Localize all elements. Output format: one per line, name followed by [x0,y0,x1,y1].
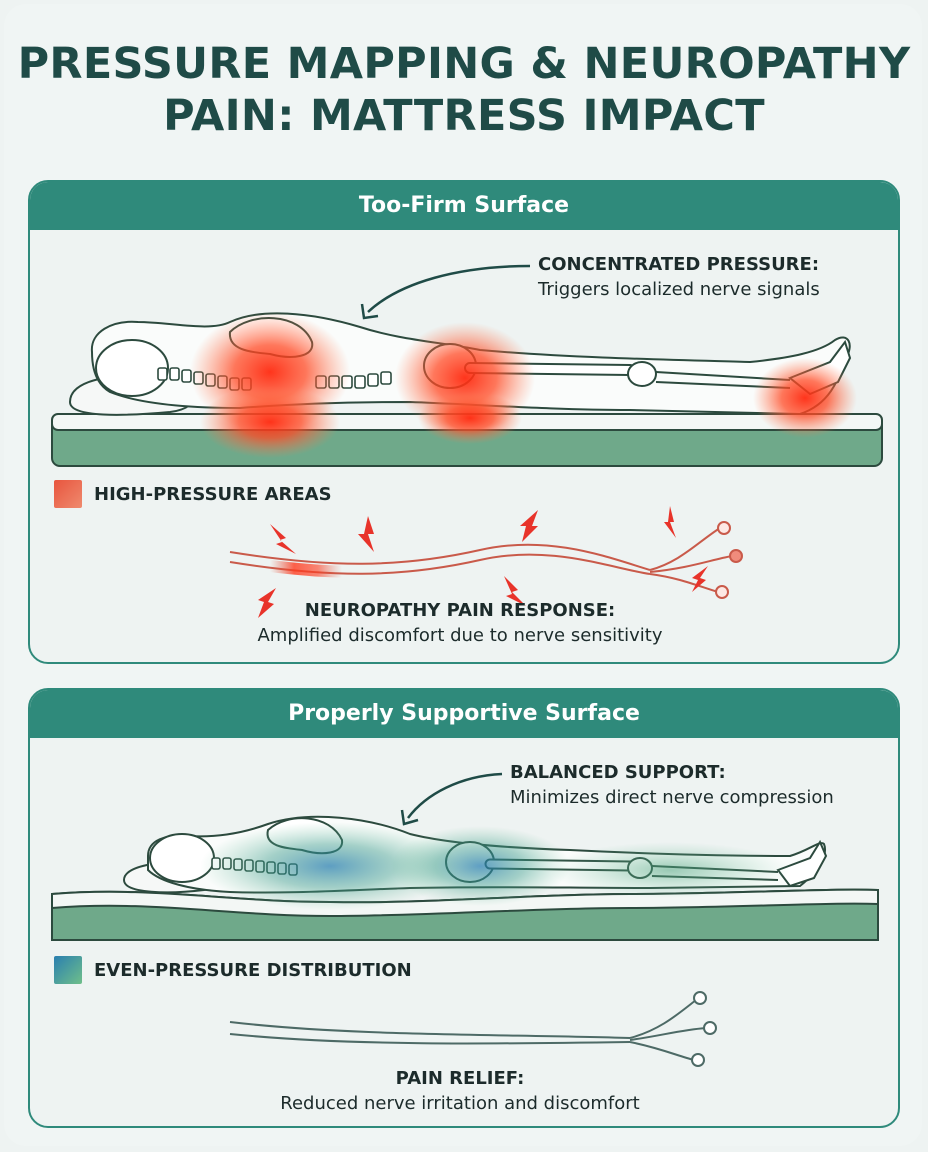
panel-too-firm: Too-Firm Surface [28,180,900,664]
nerve-endings [691,991,717,1067]
hotspot-upper-back [200,386,340,458]
legend-high-pressure: HIGH-PRESSURE AREAS [54,480,332,508]
nerve-pain [229,521,743,599]
legend-swatch-red [54,480,82,508]
nerve-caption-relief: PAIN RELIEF: Reduced nerve irritation an… [200,1068,720,1114]
nerve-relief [229,999,707,1061]
panel-header-supportive: Properly Supportive Surface [30,690,898,738]
callout-heading: BALANCED SUPPORT: [510,762,726,783]
title-line-2: PAIN: MATTRESS IMPACT [163,91,765,141]
callout-balanced-support: BALANCED SUPPORT: Minimizes direct nerve… [510,762,834,808]
nerve-text: Reduced nerve irritation and discomfort [280,1093,640,1114]
panel-supportive: Properly Supportive Surface [28,688,900,1128]
hotspot-heel [753,358,857,438]
callout-heading: CONCENTRATED PRESSURE: [538,254,820,275]
callout-arrow [367,264,531,313]
callout-arrow [407,772,503,819]
nerve-caption-pain: NEUROPATHY PAIN RESPONSE: Amplified disc… [200,600,720,646]
page-title: PRESSURE MAPPING & NEUROPATHY PAIN: MATT… [0,38,928,142]
callout-arrowhead [400,809,419,826]
legend-label: HIGH-PRESSURE AREAS [94,483,332,505]
pain-bolts [258,506,708,618]
skull [95,339,169,397]
pressure-zone-legs [550,842,790,898]
callout-concentrated-pressure: CONCENTRATED PRESSURE: Triggers localize… [538,254,820,300]
supportive-illustration [51,772,879,1067]
callout-text: Triggers localized nerve signals [538,279,820,300]
nerve-heading: NEUROPATHY PAIN RESPONSE: [304,600,616,621]
pressure-zone-torso [200,822,460,910]
callout-arrowhead [360,303,379,320]
panel-header-too-firm: Too-Firm Surface [30,182,898,230]
nerve-heading: PAIN RELIEF: [395,1068,525,1089]
legend-label: EVEN-PRESSURE DISTRIBUTION [94,959,412,981]
nerve-text: Amplified discomfort due to nerve sensit… [257,625,663,646]
pressure-zone-hip [390,826,570,906]
title-line-1: PRESSURE MAPPING & NEUROPATHY [17,39,911,89]
legend-even-pressure: EVEN-PRESSURE DISTRIBUTION [54,956,412,984]
too-firm-illustration [51,264,883,618]
callout-text: Minimizes direct nerve compression [510,787,834,808]
knee [627,361,657,387]
foot [776,839,828,888]
legend-swatch-teal [54,956,82,984]
hotspot-lower-hip [418,392,522,444]
